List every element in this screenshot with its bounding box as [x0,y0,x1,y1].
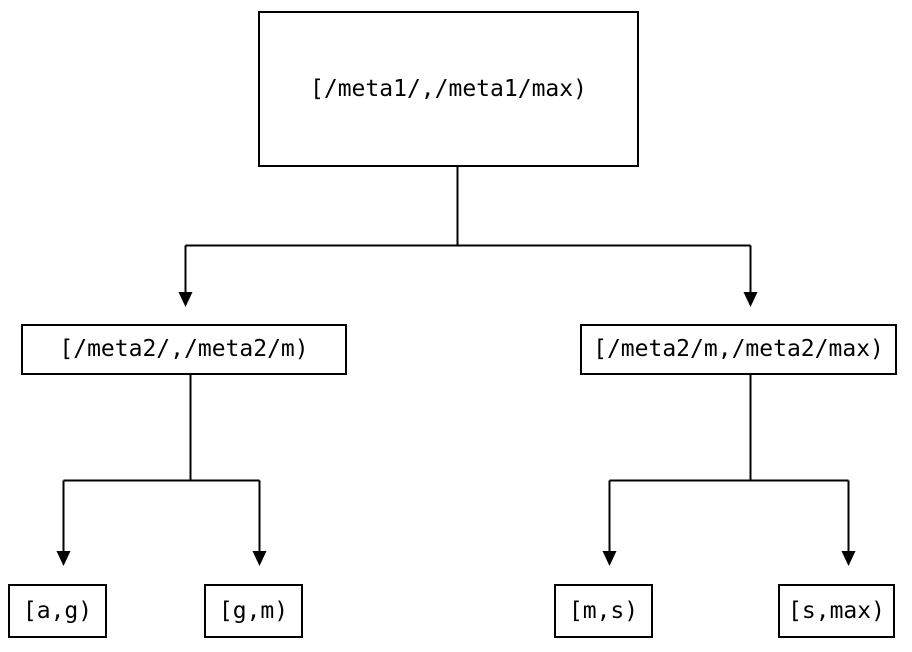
node-mid-right[interactable]: [/meta2/m,/meta2/max) [580,324,897,375]
node-leaf-m-s[interactable]: [m,s) [554,584,653,638]
node-root[interactable]: [/meta1/,/meta1/max) [258,11,639,167]
node-leaf-g-m[interactable]: [g,m) [204,584,303,638]
arrow-head-leaf-4 [841,551,856,566]
arrow-head-leaf-2 [252,551,267,566]
arrow-head-leaf-3 [602,551,617,566]
node-mid-left[interactable]: [/meta2/,/meta2/m) [21,324,347,375]
arrow-head-mid-right [743,292,758,307]
node-leaf-s-max[interactable]: [s,max) [778,584,895,638]
arrow-head-leaf-1 [56,551,71,566]
node-leaf-a-g[interactable]: [a,g) [8,584,107,638]
arrow-head-mid-left [178,292,193,307]
